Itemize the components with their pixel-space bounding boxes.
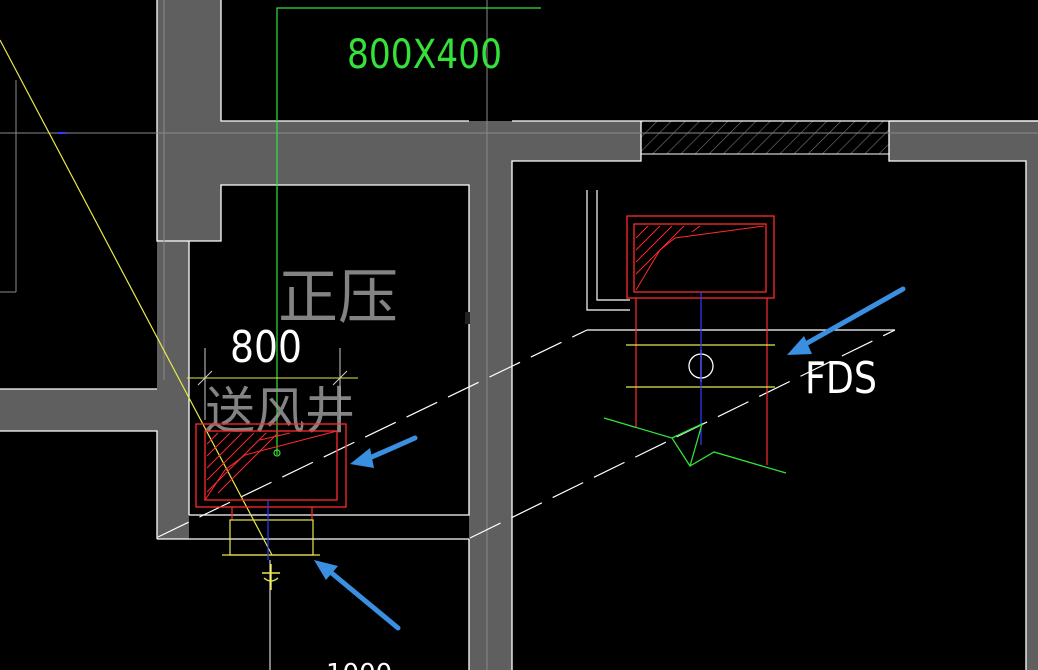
shaft-duct-right bbox=[626, 215, 775, 465]
duct-right-hatch bbox=[635, 225, 765, 291]
fire-damper-symbol bbox=[626, 292, 775, 445]
arrow-to-lower-stub bbox=[314, 560, 401, 631]
shaft-name-line2: 送风井 bbox=[205, 382, 355, 440]
wall-upper-left-column bbox=[157, 0, 221, 241]
duct-size-label: 800X400 bbox=[347, 32, 502, 78]
arrow-to-left-duct bbox=[350, 435, 418, 468]
dashed-projection-lines bbox=[157, 329, 896, 539]
shaft-width-label: 800 bbox=[230, 322, 302, 373]
duct-size-leader bbox=[273, 7, 541, 457]
arrow-to-damper bbox=[787, 286, 906, 355]
wall-horizontal-band bbox=[157, 121, 512, 185]
crosshair-symbol bbox=[262, 564, 280, 590]
room-outline-right bbox=[586, 190, 895, 331]
wall-right-edge bbox=[1026, 161, 1038, 670]
green-break-zigzag bbox=[671, 422, 704, 467]
wall-band-right-a bbox=[512, 121, 641, 161]
bottom-partial-text: 1000 bbox=[326, 659, 392, 670]
green-break-line bbox=[603, 417, 787, 474]
wall-hatched-section bbox=[640, 120, 890, 155]
shaft-name-line1: 正压 bbox=[278, 263, 398, 333]
small-marker bbox=[465, 312, 470, 324]
wall-left-stub bbox=[0, 389, 157, 431]
annotation-arrows bbox=[314, 286, 906, 631]
wall-left-pier bbox=[157, 241, 189, 539]
wall-vertical-center bbox=[469, 121, 512, 670]
wall-band-right-b bbox=[889, 121, 1038, 161]
shaft-duct-left bbox=[195, 423, 347, 508]
duct-left-hatch bbox=[204, 430, 338, 501]
yellow-diagonal-line bbox=[0, 39, 273, 556]
damper-label: FDS bbox=[805, 353, 877, 404]
dimension-800 bbox=[187, 348, 358, 420]
duct-left-drop bbox=[222, 500, 320, 670]
